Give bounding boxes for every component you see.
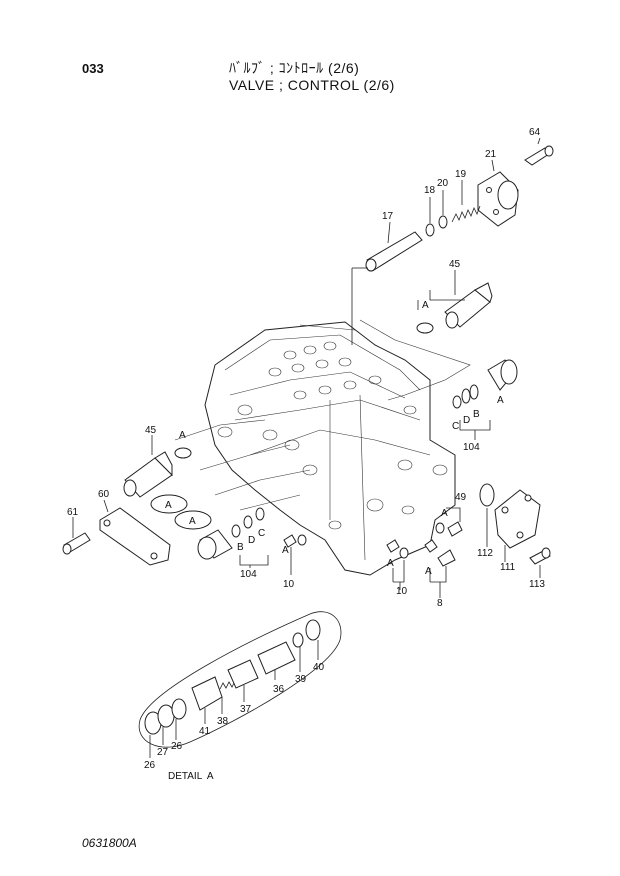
- cover-111: [494, 489, 541, 562]
- tag-a-oval-1: A: [165, 500, 172, 511]
- tag-a-top: A: [422, 300, 429, 311]
- callout-26-outer: 26: [144, 760, 156, 771]
- callout-104-left: 104: [240, 569, 257, 580]
- callout-38: 38: [217, 716, 229, 727]
- callout-64: 64: [529, 127, 541, 138]
- bolt-64: [524, 137, 554, 166]
- tag-a-oval-2: A: [189, 516, 196, 527]
- callout-45-left: 45: [145, 425, 157, 436]
- callout-19: 19: [455, 169, 467, 180]
- bolt-61: [62, 517, 91, 555]
- callout-104-right: 104: [463, 442, 480, 453]
- callout-36: 36: [273, 684, 285, 695]
- cap-21: [477, 159, 519, 227]
- tag-b-left: B: [237, 542, 244, 553]
- ring-112: [479, 483, 495, 547]
- title-japanese: ﾊﾞﾙﾌﾞ ; ｺﾝﾄﾛｰﾙ (2/6): [229, 60, 360, 76]
- callout-10-right: 10: [396, 586, 408, 597]
- callout-60: 60: [98, 489, 110, 500]
- tag-d-left: D: [248, 535, 255, 546]
- detail-a-parts: [144, 619, 321, 758]
- detail-a-label: DETAIL A: [168, 771, 214, 782]
- callout-20: 20: [437, 178, 449, 189]
- seat-20: [438, 190, 448, 229]
- callout-labels: 64 21 20 19 18 17 45 45 60 61 104 104 10…: [67, 127, 545, 771]
- cover-60: [99, 499, 171, 566]
- tag-c-left: C: [258, 528, 265, 539]
- spool-17: [351, 221, 423, 345]
- fitting-49: [435, 507, 463, 537]
- spring-19: [451, 180, 481, 223]
- spool-ovals: [150, 444, 311, 530]
- tag-b-right: B: [473, 409, 480, 420]
- fittings-bottom: [283, 534, 456, 598]
- callout-41: 41: [199, 726, 211, 737]
- page-number: 033: [82, 61, 104, 76]
- letter-tags: A A B D C A A A C D B A A A A: [165, 300, 504, 577]
- tag-a-right: A: [497, 395, 504, 406]
- bolt-113: [529, 547, 551, 578]
- tag-a-left: A: [179, 430, 186, 441]
- tag-a-bottom-3: A: [282, 545, 289, 556]
- callout-40: 40: [313, 662, 325, 673]
- ring-18: [425, 197, 435, 237]
- relief-valve-45-left: [123, 419, 266, 498]
- callout-39: 39: [295, 674, 307, 685]
- tag-d-right: D: [463, 415, 470, 426]
- callout-10-left: 10: [283, 579, 295, 590]
- tag-a-49: A: [441, 508, 448, 519]
- tag-a-bottom-1: A: [387, 558, 394, 569]
- callout-45-right: 45: [449, 259, 461, 270]
- tag-a-bottom-2: A: [425, 566, 432, 577]
- title-english: VALVE ; CONTROL (2/6): [229, 77, 395, 93]
- drawing-code: 0631800A: [82, 836, 137, 850]
- plug-left: [197, 507, 269, 568]
- plug-right: [452, 359, 518, 440]
- callout-18: 18: [424, 185, 436, 196]
- tag-c-right: C: [452, 421, 459, 432]
- relief-valve-45-right: [416, 270, 493, 334]
- callout-26-inner: 26: [171, 741, 183, 752]
- callout-111: 111: [500, 562, 516, 573]
- callout-21: 21: [485, 149, 497, 160]
- callout-8: 8: [437, 598, 443, 609]
- callout-49: 49: [455, 492, 467, 503]
- callout-112: 112: [477, 548, 493, 559]
- leader-lines-top: [299, 319, 471, 401]
- valve-body: [204, 321, 456, 576]
- callout-61: 61: [67, 507, 79, 518]
- detail-a-outline: [138, 611, 342, 748]
- callout-27: 27: [157, 747, 169, 758]
- callout-113: 113: [529, 579, 545, 590]
- callout-37: 37: [240, 704, 252, 715]
- callout-17: 17: [382, 211, 394, 222]
